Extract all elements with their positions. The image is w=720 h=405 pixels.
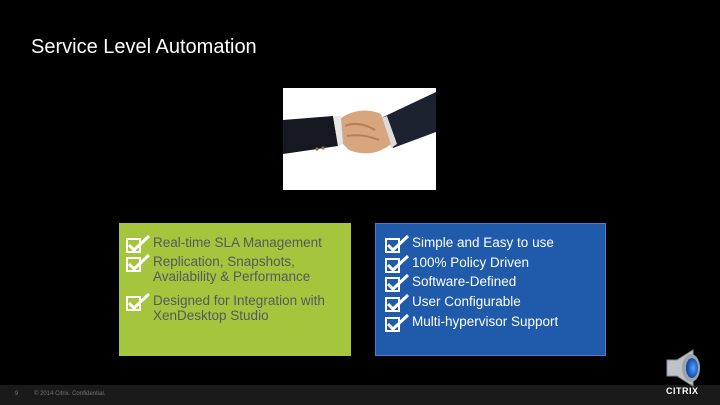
list-item-text: 100% Policy Driven — [412, 255, 530, 270]
list-item-line: Real-time SLA Management — [153, 235, 322, 250]
citrix-logo: CITRIX — [666, 386, 699, 396]
list-item-line: Designed for Integration with — [153, 293, 325, 308]
list-item: 100% Policy Driven — [384, 255, 529, 275]
checkbox-checked-icon — [385, 255, 410, 273]
list-item-line: XenDesktop Studio — [153, 308, 269, 323]
slide-title: Service Level Automation — [31, 36, 257, 58]
handshake-image — [283, 88, 436, 190]
checkbox-checked-icon — [385, 294, 410, 312]
list-item: Simple and Easy to use — [384, 235, 554, 255]
list-item: User Configurable — [384, 294, 521, 314]
footer-bar — [0, 385, 720, 405]
checkbox-checked-icon — [126, 254, 151, 272]
list-item: Real-time SLA Management — [125, 235, 322, 255]
speaker-icon[interactable] — [663, 348, 707, 388]
list-item: Designed for Integration with XenDesktop… — [125, 293, 325, 323]
features-green-box: Real-time SLA Management Replication, Sn… — [119, 223, 351, 356]
list-item-text: Software-Defined — [412, 274, 517, 289]
checkbox-checked-icon — [385, 314, 410, 332]
list-item: Replication, Snapshots, Availability & P… — [125, 254, 310, 284]
list-item-text: User Configurable — [412, 294, 521, 309]
checkbox-checked-icon — [126, 293, 151, 311]
list-item-text: Multi-hypervisor Support — [412, 314, 559, 329]
list-item-line: Availability & Performance — [153, 269, 311, 284]
copyright-text: © 2014 Citrix. Confidential. — [34, 391, 106, 397]
list-item-line: Replication, Snapshots, — [153, 254, 295, 269]
list-item-text: Simple and Easy to use — [412, 235, 554, 250]
checkbox-checked-icon — [385, 274, 410, 292]
features-blue-box: Simple and Easy to use 100% Policy Drive… — [375, 223, 606, 356]
page-number: 9 — [15, 391, 19, 397]
list-item: Software-Defined — [384, 274, 516, 294]
checkbox-checked-icon — [385, 235, 410, 253]
checkbox-checked-icon — [126, 235, 151, 253]
list-item: Multi-hypervisor Support — [384, 314, 558, 334]
